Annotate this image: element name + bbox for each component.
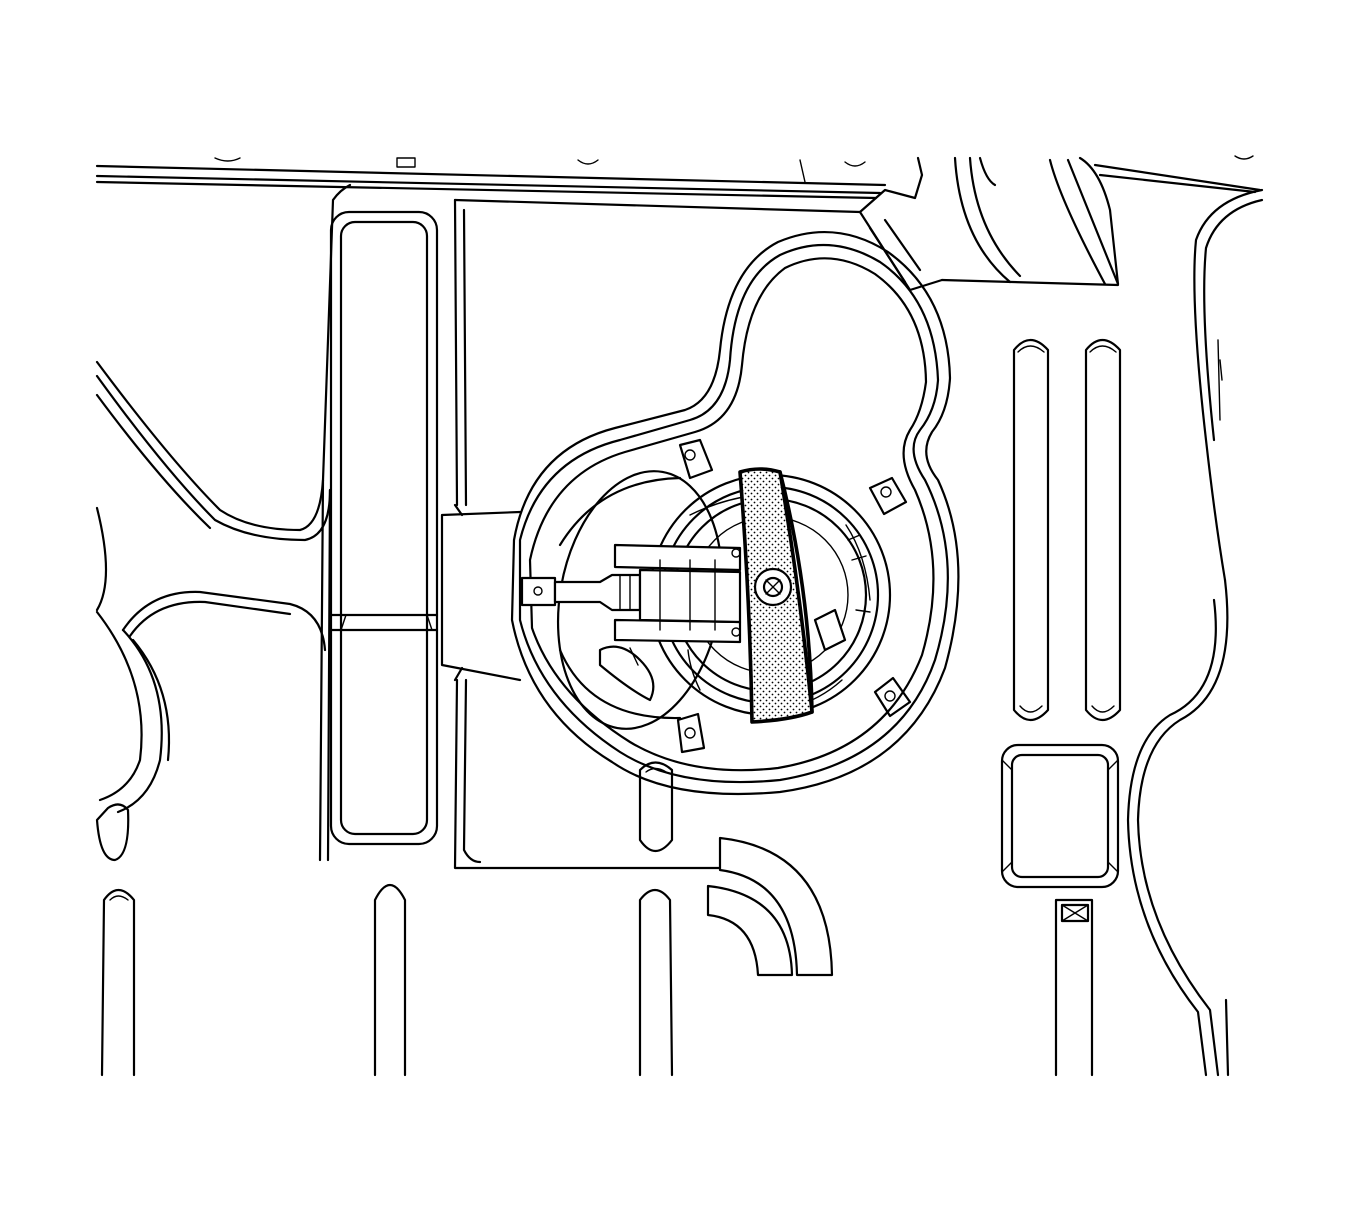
right-slots (1012, 338, 1122, 722)
curved-brace (706, 836, 834, 977)
lower-center-slot (638, 761, 674, 853)
upper-right-bracket (858, 156, 1264, 582)
top-rail (95, 155, 1254, 200)
square-access-plug (1000, 743, 1120, 889)
right-rail (1126, 339, 1230, 1077)
electrical-connector (520, 543, 742, 702)
highlighted-lock-ring (738, 467, 847, 724)
access-cover-outline (510, 231, 960, 796)
center-panel (440, 198, 862, 870)
vertical-slot (329, 210, 439, 846)
left-channel (95, 183, 352, 862)
bottom-ribs (100, 883, 1094, 1077)
